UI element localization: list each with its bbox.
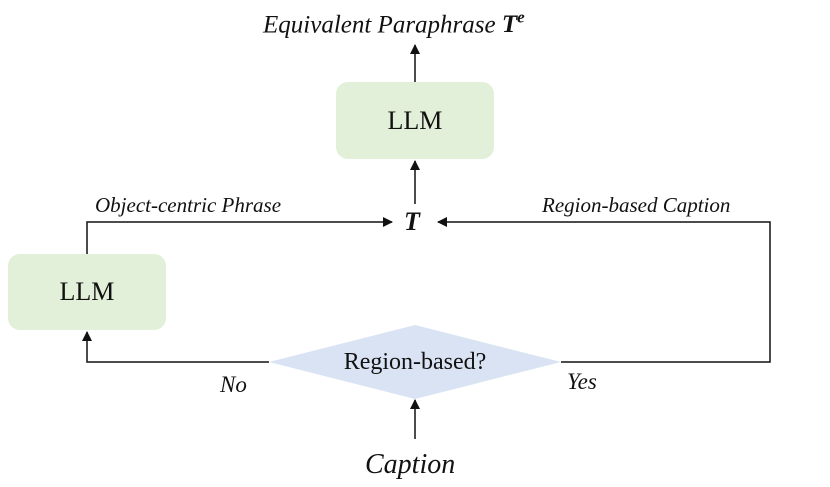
decision-label: Region-based? <box>343 349 487 375</box>
llm-top-box <box>336 82 494 159</box>
output-symbol: T <box>501 11 518 39</box>
output-superscript: e <box>517 8 525 27</box>
llm-left-box <box>8 254 166 330</box>
arrow-no-to-llm <box>82 331 269 363</box>
region-based-decision-diamond <box>269 325 561 399</box>
object-centric-phrase-label: Object-centric Phrase <box>95 193 282 217</box>
llm-top-label: LLM <box>387 105 443 135</box>
caption-label: Caption <box>365 449 456 480</box>
output-text: Equivalent Paraphrase <box>263 11 502 39</box>
output-label: Equivalent Paraphrase Te <box>263 9 525 37</box>
region-based-caption-label: Region-based Caption <box>542 193 731 217</box>
yes-label: Yes <box>567 369 597 394</box>
arrow-object-centric-to-t <box>86 217 393 254</box>
t-symbol: T <box>404 207 420 236</box>
no-label: No <box>220 372 247 397</box>
arrow-region-caption-to-t <box>437 217 771 363</box>
llm-left-label: LLM <box>59 277 115 306</box>
